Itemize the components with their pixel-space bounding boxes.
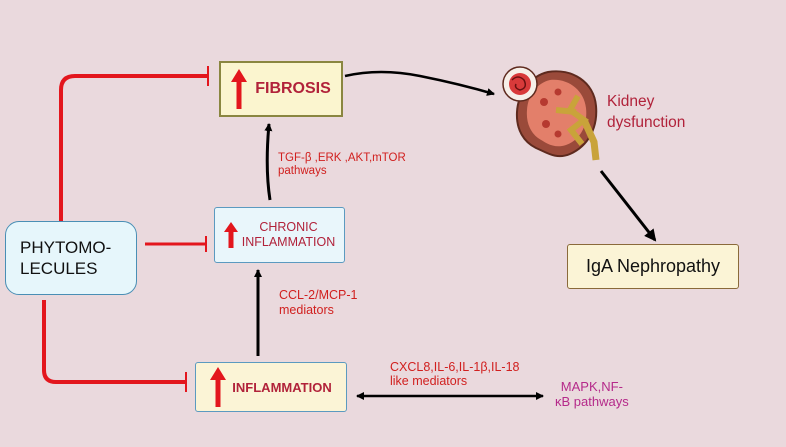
- inhibit-fibrosis-line: [59, 66, 209, 221]
- mapk-nfkb-pathways-label: MAPK,NF- κB pathways: [555, 379, 629, 409]
- arrow-kidney-to-iga: [599, 170, 657, 242]
- phytomolecules-label: PHYTOMO- LECULES: [20, 238, 112, 278]
- red-up-arrow-icon: [223, 222, 238, 248]
- cxcl-mediators-label: CXCL8,IL-6,IL-1β,IL-18 like mediators: [390, 360, 520, 388]
- inhibit-chronic-inflammation-line: [145, 236, 207, 252]
- kidney-dysfunction-label: Kidney dysfunction: [607, 93, 686, 131]
- fibrosis-label: FIBROSIS: [255, 80, 331, 97]
- red-up-arrow-icon: [210, 367, 227, 407]
- red-up-arrow-icon: [231, 69, 248, 109]
- chronic-inflammation-label: CHRONIC INFLAMMATION: [241, 220, 336, 249]
- phytomolecules-box: PHYTOMO- LECULES: [5, 221, 137, 295]
- fibrosis-box: FIBROSIS: [219, 61, 343, 117]
- inflammation-box: INFLAMMATION: [195, 362, 347, 412]
- ccl-mediators-label: CCL-2/MCP-1 mediators: [279, 288, 358, 317]
- chronic-inflammation-box: CHRONIC INFLAMMATION: [214, 207, 345, 263]
- iga-nephropathy-box: IgA Nephropathy: [567, 244, 739, 289]
- inhibit-inflammation-line: [42, 300, 187, 392]
- tgf-pathways-label: TGF-β ,ERK ,AKT,mTOR pathways: [278, 152, 406, 177]
- arrow-fibrosis-to-kidney: [344, 70, 495, 96]
- iga-nephropathy-label: IgA Nephropathy: [585, 256, 721, 276]
- kidney-icon: [502, 66, 600, 161]
- inflammation-label: INFLAMMATION: [232, 379, 332, 395]
- arrow-chronic-to-fibrosis: [264, 123, 273, 201]
